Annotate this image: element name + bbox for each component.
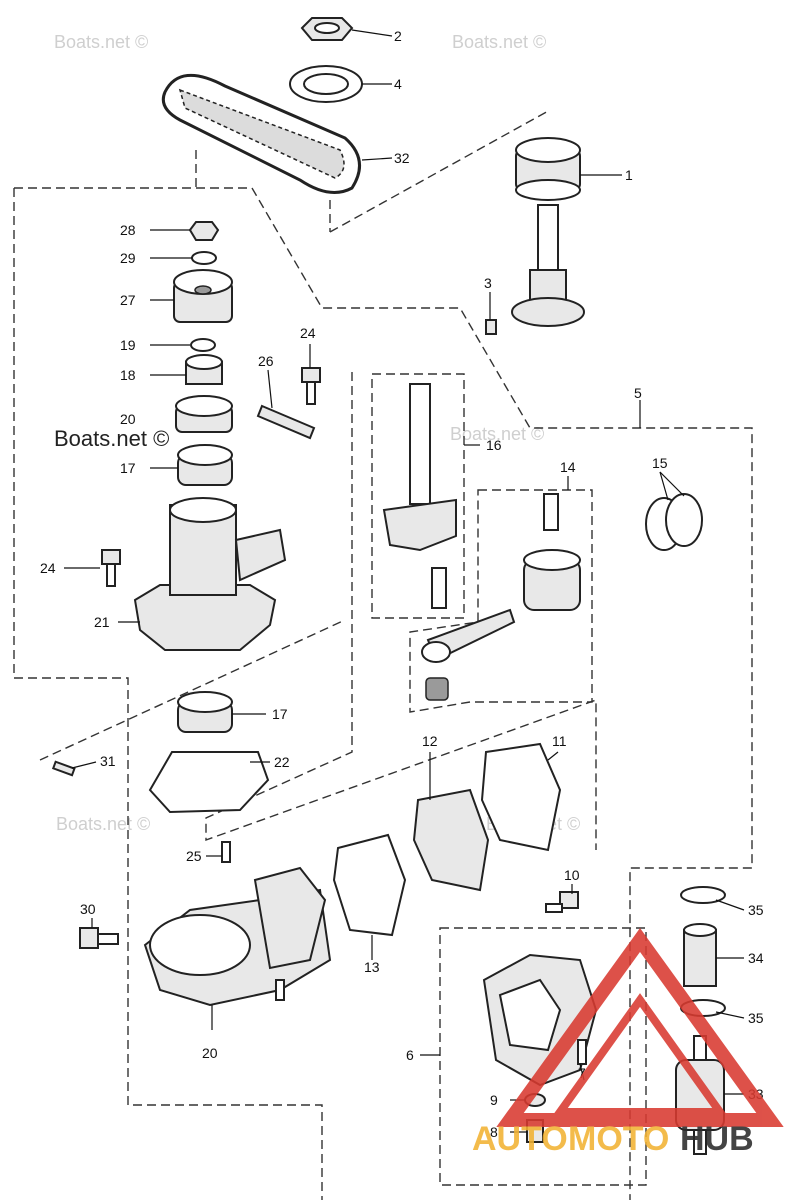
- watermark-boats-large: Boats.net ©: [54, 426, 169, 451]
- callout-35-upper: 35: [748, 902, 764, 918]
- part-14-piston: [421, 493, 581, 701]
- watermark-text: Boats.net ©: [452, 32, 546, 52]
- callout-30: 30: [80, 901, 96, 917]
- part-13-gasket: [332, 833, 407, 937]
- part-34-hose: [683, 923, 717, 987]
- part-28-nut: [188, 221, 220, 241]
- part-19-washer: [190, 338, 216, 352]
- callout-14: 14: [560, 459, 576, 475]
- callout-3: 3: [484, 275, 492, 291]
- dashed-group-outlines: [13, 109, 753, 1200]
- callout-7: 7: [578, 1065, 586, 1081]
- outline-6: [439, 927, 647, 1186]
- callout-22: 22: [274, 754, 290, 770]
- callout-2: 2: [394, 28, 402, 44]
- part-10-bolt: [545, 891, 579, 913]
- part-15-rings: [645, 493, 703, 551]
- logo-triangle-outer: [496, 928, 784, 1127]
- part-35-clamp-upper: [680, 886, 726, 904]
- callout-18: 18: [120, 367, 136, 383]
- watermark-layer: Boats.net © Boats.net © Boats.net © Boat…: [54, 32, 580, 834]
- callout-10: 10: [564, 867, 580, 883]
- part-25-dowel: [221, 841, 231, 863]
- callout-29: 29: [120, 250, 136, 266]
- logo-triangle-inner: [552, 993, 728, 1116]
- callout-24-upper: 24: [300, 325, 316, 341]
- watermark-text: Boats.net ©: [54, 32, 148, 52]
- callout-24-left: 24: [40, 560, 56, 576]
- part-2-nut: [300, 17, 354, 41]
- callout-8: 8: [490, 1124, 498, 1140]
- callout-5: 5: [634, 385, 642, 401]
- part-29-washer: [191, 251, 217, 265]
- outline-20: [205, 372, 597, 850]
- callout-20-seal: 20: [120, 411, 136, 427]
- part-17-bearing-upper: [177, 444, 233, 486]
- part-24-bolt-left: [101, 549, 121, 587]
- callout-16: 16: [486, 437, 502, 453]
- automotohub-logo: AUTO MOTO HUB: [472, 928, 784, 1158]
- callout-11: 11: [552, 733, 567, 749]
- outline-16: [371, 373, 465, 619]
- callout-labels: 2 4 32 1 28 29 27 3 24 19 18 26 5 20 16 …: [40, 28, 764, 1140]
- callout-9: 9: [490, 1092, 498, 1108]
- part-24-bolt-upper: [301, 367, 321, 405]
- part-1-cap: [515, 137, 581, 201]
- part-20-crankcase: [143, 866, 332, 1007]
- callout-20-crankcase: 20: [202, 1045, 218, 1061]
- callout-34: 34: [748, 950, 764, 966]
- callout-15: 15: [652, 455, 668, 471]
- callout-6: 6: [406, 1047, 414, 1063]
- part-17-bearing-lower: [177, 691, 233, 733]
- callout-35-lower: 35: [748, 1010, 764, 1026]
- callout-25: 25: [186, 848, 202, 864]
- leader-lines: [64, 29, 745, 1133]
- outline-5-left: [13, 188, 323, 1200]
- part-upper-shaft: [511, 204, 585, 327]
- part-6-pump: [482, 953, 598, 1087]
- callout-26: 26: [258, 353, 274, 369]
- part-12-plate: [412, 788, 490, 892]
- part-3-key: [485, 319, 497, 335]
- callout-27: 27: [120, 292, 136, 308]
- watermark-text: Boats.net ©: [56, 814, 150, 834]
- part-26-strap: [256, 404, 316, 440]
- callout-32: 32: [394, 150, 410, 166]
- logo-text-hub: HUB: [680, 1120, 754, 1158]
- part-18-bushing: [185, 354, 223, 385]
- part-32-timing-belt: [161, 73, 361, 194]
- part-11-gasket: [480, 742, 562, 852]
- callout-1: 1: [625, 167, 633, 183]
- part-31-pin: [51, 760, 76, 777]
- callout-12: 12: [422, 733, 438, 749]
- part-27-pulley: [173, 269, 233, 323]
- callout-13: 13: [364, 959, 380, 975]
- part-21-housing: [133, 497, 287, 651]
- logo-text-moto: MOTO: [568, 1120, 669, 1158]
- callout-17-lower: 17: [272, 706, 288, 722]
- outline-5: [14, 187, 753, 1200]
- part-22-gasket: [148, 751, 270, 814]
- callout-31: 31: [100, 753, 116, 769]
- callout-17-upper: 17: [120, 460, 136, 476]
- part-16-crankshaft: [382, 383, 457, 552]
- part-20-seal: [175, 395, 233, 433]
- part-30-bolt: [79, 927, 119, 949]
- callout-28: 28: [120, 222, 136, 238]
- outline-14: [409, 489, 593, 713]
- callout-21: 21: [94, 614, 110, 630]
- watermark-text: Boats.net ©: [450, 424, 544, 444]
- logo-text-auto: AUTO: [472, 1120, 568, 1158]
- part-4-washer: [289, 65, 363, 103]
- callout-4: 4: [394, 76, 402, 92]
- callout-19: 19: [120, 337, 136, 353]
